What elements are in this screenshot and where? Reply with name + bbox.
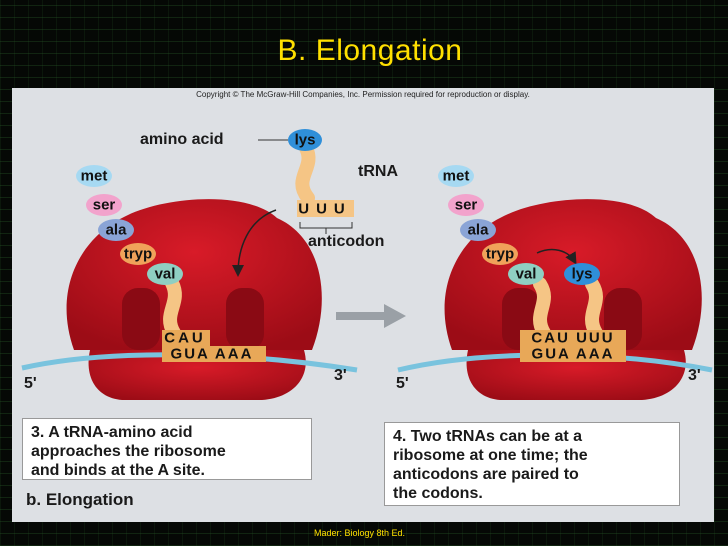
anticodon-bracket — [299, 222, 353, 234]
label-three-prime-right: 3' — [688, 367, 701, 384]
right-chain-ala-oval — [460, 219, 496, 241]
caption-4-line-1: 4. Two tRNAs can be at a — [393, 428, 583, 445]
trna-incoming — [295, 141, 316, 205]
right-chain-tryp-oval — [482, 243, 518, 265]
left-chain-val-label: val — [155, 266, 176, 283]
left-chain-ala-oval — [98, 219, 134, 241]
incoming-lys-oval — [288, 129, 322, 151]
caption-4-line-3: anticodons are paired to — [393, 466, 579, 483]
right-chain-ser-label: ser — [455, 197, 478, 214]
progression-arrow — [336, 304, 406, 328]
slide-footer: Mader: Biology 8th Ed. — [314, 528, 406, 538]
left-chain-tryp-oval — [120, 243, 156, 265]
label-three-prime-left: 3' — [334, 367, 347, 384]
left-chain-met-label: met — [81, 168, 108, 185]
right-chain-met-oval — [438, 165, 474, 187]
right-chain-ser-oval — [448, 194, 484, 216]
label-anticodon: anticodon — [308, 233, 384, 250]
right-mrna-codons: GUA AAA — [532, 346, 615, 363]
right-chain-met-label: met — [443, 168, 470, 185]
copyright-notice: Copyright © The McGraw-Hill Companies, I… — [196, 90, 530, 99]
left-chain-tryp-label: tryp — [124, 246, 152, 263]
right-chain-lys-label: lys — [572, 266, 593, 283]
right-chain-lys-oval — [564, 263, 600, 285]
left-chain-met-oval — [76, 165, 112, 187]
ribosome-small-subunit-right — [466, 350, 686, 400]
left-chain-ala-label: ala — [106, 222, 128, 239]
incoming-lys-label: lys — [295, 132, 316, 149]
caption-step-3: 3. A tRNA-amino acid approaches the ribo… — [22, 418, 312, 480]
incoming-anticodon-text: UUU — [298, 201, 352, 218]
left-chain-ser-label: ser — [93, 197, 116, 214]
caption-3-line-3: and binds at the A site. — [31, 462, 205, 479]
caption-3-line-1: 3. A tRNA-amino acid — [31, 424, 193, 441]
ribosome-small-subunit — [88, 350, 306, 400]
caption-3-line-2: approaches the ribosome — [31, 443, 226, 460]
left-chain-val-oval — [147, 263, 183, 285]
approach-arrow — [232, 209, 277, 277]
p-site-pocket — [122, 288, 160, 350]
caption-step-4: 4. Two tRNAs can be at a ribosome at one… — [384, 422, 680, 506]
label-amino-acid: amino acid — [140, 131, 224, 148]
right-chain-ala-label: ala — [468, 222, 490, 239]
right-base-pairs: CAU UUU GUA AAA — [520, 330, 626, 363]
figure: Copyright © The McGraw-Hill Companies, I… — [12, 88, 714, 522]
caption-4-line-4: the codons. — [393, 485, 483, 502]
left-chain-ser-oval — [86, 194, 122, 216]
right-chain-val-label: val — [516, 266, 537, 283]
caption-4-line-2: ribosome at one time; the — [393, 447, 588, 464]
label-trna: tRNA — [358, 163, 398, 180]
p-site-anticodon: CAU — [164, 330, 206, 347]
label-five-prime-left: 5' — [24, 375, 37, 392]
label-five-prime-right: 5' — [396, 375, 409, 392]
p-site-base-pairs: CAU GUA AAA — [162, 330, 266, 363]
right-anticodons: CAU UUU — [531, 330, 614, 347]
incoming-anticodon: UUU — [297, 200, 354, 218]
right-chain-tryp-label: tryp — [486, 246, 514, 263]
figure-label: b. Elongation — [26, 490, 134, 509]
slide-title: B. Elongation — [277, 34, 463, 67]
right-chain-val-oval — [508, 263, 544, 285]
left-mrna-codons: GUA AAA — [171, 346, 254, 363]
a-site-pocket — [226, 288, 264, 350]
left-ribosome — [66, 199, 322, 400]
peptide-transfer-arrow — [536, 248, 577, 265]
